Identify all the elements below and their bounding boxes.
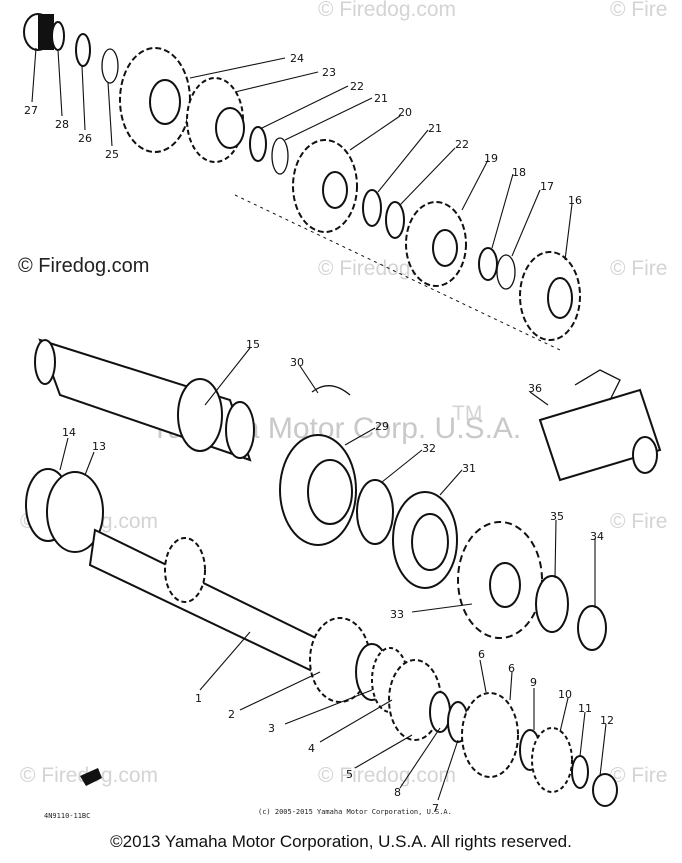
- axle-15-spline: [225, 401, 255, 459]
- shift-fork-36-arm: [574, 369, 621, 401]
- nut-34: [577, 605, 607, 651]
- washer-21: [271, 137, 289, 175]
- bearing-31: [392, 491, 458, 589]
- washer-17: [496, 254, 516, 290]
- callout-27: 27: [24, 104, 38, 117]
- callout-22b: 22: [455, 138, 469, 151]
- washer-25: [101, 48, 119, 84]
- gear-20-hub: [322, 171, 348, 209]
- callout-9: 9: [530, 676, 537, 689]
- callout-34: 34: [590, 530, 604, 543]
- sprocket-33-hub: [489, 562, 521, 608]
- callout-21b: 21: [428, 122, 442, 135]
- callout-21: 21: [374, 92, 388, 105]
- callout-20: 20: [398, 106, 412, 119]
- callout-36: 36: [528, 382, 542, 395]
- main-axle-15: [34, 338, 255, 462]
- axle-1-gear: [164, 537, 206, 603]
- callout-16: 16: [568, 194, 582, 207]
- gear-19-hub: [432, 229, 458, 267]
- collar-27-body: [38, 14, 54, 50]
- gear-10: [531, 727, 573, 793]
- clip-26: [75, 33, 91, 67]
- callout-26: 26: [78, 132, 92, 145]
- washer-21b: [362, 189, 382, 227]
- callout-24: 24: [290, 52, 304, 65]
- small-copyright: (c) 2005-2015 Yamaha Motor Corporation, …: [258, 808, 452, 816]
- callout-6: 6: [478, 648, 485, 661]
- shift-fork-36-end: [632, 436, 658, 474]
- bearing-13: [46, 471, 104, 553]
- diagram-stamp-icon: [80, 768, 102, 786]
- upper-gear-stack: [23, 13, 581, 351]
- callout-14: 14: [62, 426, 76, 439]
- axle-15-end: [34, 339, 56, 385]
- bearing-12: [592, 773, 618, 807]
- bearing-29-inner: [307, 459, 353, 525]
- callout-7: 7: [432, 802, 439, 815]
- diagram-code: 4N9110-11BC: [44, 812, 90, 820]
- watermark-top: © Firedog.com: [318, 0, 456, 21]
- watermark-tm: TM: [452, 402, 482, 425]
- watermark-dark: © Firedog.com: [18, 255, 149, 277]
- callout-33: 33: [390, 608, 404, 621]
- callout-8: 8: [394, 786, 401, 799]
- callout-19: 19: [484, 152, 498, 165]
- lock-washer-35: [535, 575, 569, 633]
- callout-3: 3: [268, 722, 275, 735]
- watermark-top-right: © Fire: [610, 0, 667, 21]
- callout-1: 1: [195, 692, 202, 705]
- bearing-31-inner: [411, 513, 449, 571]
- gear-24-hub: [149, 79, 181, 125]
- callout-13: 13: [92, 440, 106, 453]
- gear-6: [461, 692, 519, 778]
- callout-4: 4: [308, 742, 315, 755]
- callout-5: 5: [346, 768, 353, 781]
- watermark-bottom-right: © Fire: [610, 764, 667, 787]
- shift-fork-36-body: [538, 388, 662, 482]
- callout-10: 10: [558, 688, 572, 701]
- gear-23-hub: [215, 107, 245, 149]
- callout-15: 15: [246, 338, 260, 351]
- bearing-29: [279, 434, 357, 546]
- lower-axle: [25, 468, 618, 807]
- circlip-30: [311, 385, 351, 396]
- washer-11: [571, 755, 589, 789]
- washer-8: [429, 691, 451, 733]
- callout-2: 2: [228, 708, 235, 721]
- callout-31: 31: [462, 462, 476, 475]
- axle-15-gear: [177, 378, 223, 452]
- axle-1-body: [88, 528, 322, 672]
- callout-25: 25: [105, 148, 119, 161]
- callout-18: 18: [512, 166, 526, 179]
- collar-32: [356, 479, 394, 545]
- callout-11: 11: [578, 702, 592, 715]
- watermark-bottom: © Firedog.com: [318, 764, 456, 787]
- callout-12: 12: [600, 714, 614, 727]
- clip-22: [249, 126, 267, 162]
- washer-28: [51, 21, 65, 51]
- callout-30: 30: [290, 356, 304, 369]
- clip-18: [478, 247, 498, 281]
- callout-22: 22: [350, 80, 364, 93]
- watermark-mid-right: © Fire: [610, 257, 667, 280]
- gear-16-hub: [547, 277, 573, 319]
- watermark-right: © Fire: [610, 510, 667, 533]
- callout-32: 32: [422, 442, 436, 455]
- leader-lines: [31, 47, 607, 801]
- shift-fork-36: [538, 369, 662, 482]
- callout-23: 23: [322, 66, 336, 79]
- callout-35: 35: [550, 510, 564, 523]
- callout-labels: 27 28 26 25 24 23 22 21 20 21 22 19 18 1…: [24, 52, 614, 815]
- copyright-footer: ©2013 Yamaha Motor Corporation, U.S.A. A…: [110, 832, 572, 851]
- callout-17: 17: [540, 180, 554, 193]
- clip-22b: [385, 201, 405, 239]
- callout-6b: 6: [508, 662, 515, 675]
- sprocket-33: [457, 521, 543, 639]
- callout-29: 29: [375, 420, 389, 433]
- callout-28: 28: [55, 118, 69, 131]
